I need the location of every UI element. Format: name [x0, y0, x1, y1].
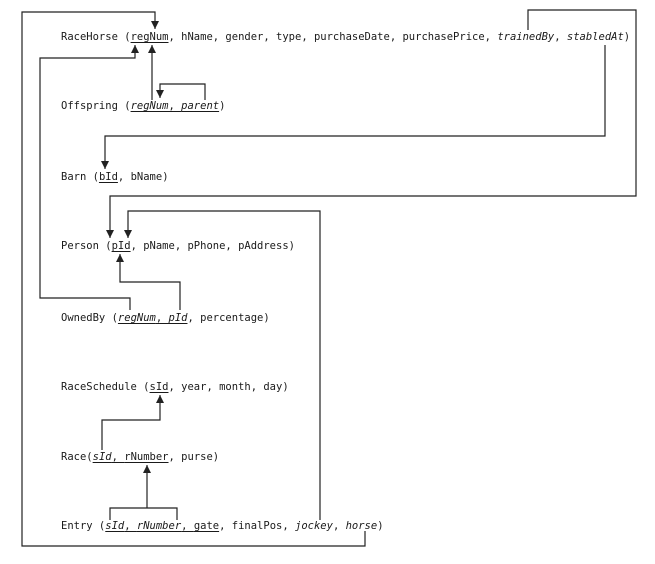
relation-name: Person	[61, 240, 99, 252]
arrow-trainedby-to-person	[109, 9, 637, 238]
attribute: pAddress	[238, 240, 289, 252]
attribute: regNum	[130, 100, 169, 112]
attribute: purchaseDate	[313, 31, 390, 43]
arrow-race-sid-to-raceschedule	[101, 395, 161, 450]
attribute: purchasePrice	[402, 31, 485, 43]
attribute: gate	[193, 520, 220, 532]
attribute: pId	[168, 312, 188, 324]
attribute: month	[219, 381, 251, 393]
open-paren: (	[136, 381, 150, 393]
primary-key-group: sId, rNumber	[92, 451, 169, 463]
open-paren: (	[105, 312, 118, 324]
arrow-ownedby-regnum-to-racehorse-arrowhead	[131, 45, 139, 53]
arrow-trainedby-to-person-arrowhead	[106, 230, 114, 238]
arrow-jockey-to-person	[127, 210, 321, 520]
open-paren: (	[117, 100, 131, 112]
open-paren: (	[98, 240, 112, 252]
close-paren: )	[282, 381, 289, 393]
close-paren: )	[212, 451, 220, 463]
attribute: type	[276, 31, 302, 43]
entry-composite-key-bracket	[109, 507, 178, 520]
relation-racehorse: RaceHorse (regNum, hName, gender, type, …	[61, 31, 631, 43]
relation-raceschedule: RaceSchedule (sId, year, month, day)	[61, 381, 289, 393]
attribute: gender	[225, 31, 264, 43]
attribute: day	[263, 381, 283, 393]
close-paren: )	[162, 171, 169, 183]
attribute: percentage	[200, 312, 264, 324]
close-paren: )	[288, 240, 295, 252]
arrow-entry-to-race-arrowhead	[143, 465, 151, 473]
arrow-race-sid-to-raceschedule-arrowhead	[156, 395, 164, 403]
arrow-offspring-regnum-to-racehorse-arrowhead	[148, 45, 156, 53]
arrow-offspring-parent-to-regnum	[159, 83, 206, 100]
relation-name: Offspring	[61, 100, 118, 112]
attribute: sId	[92, 451, 112, 463]
arrow-stabledat-to-barn	[104, 45, 606, 169]
primary-key-group: sId, rNumber, gate	[105, 520, 220, 532]
attribute: stabledAt	[566, 31, 624, 43]
attribute: pPhone	[187, 240, 226, 252]
attribute: regNum	[130, 31, 169, 43]
relation-name: RaceSchedule	[61, 381, 137, 393]
arrow-stabledat-to-barn-arrowhead	[101, 161, 109, 169]
close-paren: )	[623, 31, 631, 43]
attribute: horse	[345, 520, 378, 532]
close-paren: )	[377, 520, 384, 532]
open-paren: (	[86, 451, 93, 463]
relation-offspring: Offspring (regNum, parent)	[61, 100, 225, 112]
close-paren: )	[263, 312, 270, 324]
relation-name: Barn	[61, 171, 87, 183]
attribute: pId	[111, 240, 131, 252]
attribute: bId	[98, 171, 118, 183]
arrow-entry-horse-to-racehorse-arrowhead	[151, 21, 159, 29]
primary-key-group: regNum, parent	[130, 100, 220, 112]
relation-ownedby: OwnedBy (regNum, pId, percentage)	[61, 312, 270, 324]
attribute: parent	[181, 100, 220, 112]
attribute: hName	[181, 31, 213, 43]
attribute: regNum	[117, 312, 156, 324]
attribute: year	[181, 381, 207, 393]
attribute: rNumber	[136, 520, 182, 532]
arrow-entry-horse-to-racehorse	[21, 11, 366, 547]
primary-key-group: regNum	[131, 31, 169, 43]
attribute: sId	[149, 381, 169, 393]
attribute: sId	[105, 520, 125, 532]
primary-key-group: bId	[99, 171, 118, 183]
arrow-ownedby-pid-to-person	[119, 254, 181, 310]
attribute: bName	[130, 171, 163, 183]
attribute: jockey	[295, 520, 333, 532]
attribute: finalPos	[231, 520, 283, 532]
primary-key-group: sId	[150, 381, 169, 393]
relation-barn: Barn (bId, bName)	[61, 171, 169, 183]
relation-name: RaceHorse	[61, 31, 118, 43]
arrow-jockey-to-person-arrowhead	[124, 230, 132, 238]
relation-person: Person (pId, pName, pPhone, pAddress)	[61, 240, 295, 252]
relation-race: Race(sId, rNumber, purse)	[61, 451, 220, 463]
attribute: pName	[143, 240, 175, 252]
arrow-ownedby-pid-to-person-arrowhead	[116, 254, 124, 262]
close-paren: )	[219, 100, 226, 112]
attribute: rNumber	[124, 451, 169, 463]
relation-entry: Entry (sId, rNumber, gate, finalPos, joc…	[61, 520, 384, 532]
arrow-ownedby-regnum-to-racehorse	[39, 45, 136, 310]
arrow-offspring-parent-to-regnum-arrowhead	[156, 90, 164, 98]
primary-key-group: pId	[112, 240, 131, 252]
primary-key-group: regNum, pId	[117, 312, 188, 324]
open-paren: (	[117, 31, 131, 43]
open-paren: (	[86, 171, 99, 183]
attribute: trainedBy	[497, 31, 555, 43]
relation-name: OwnedBy	[61, 312, 106, 324]
relation-name: Entry	[61, 520, 93, 532]
relation-name: Race	[61, 451, 87, 463]
open-paren: (	[92, 520, 106, 532]
attribute: purse	[181, 451, 213, 463]
